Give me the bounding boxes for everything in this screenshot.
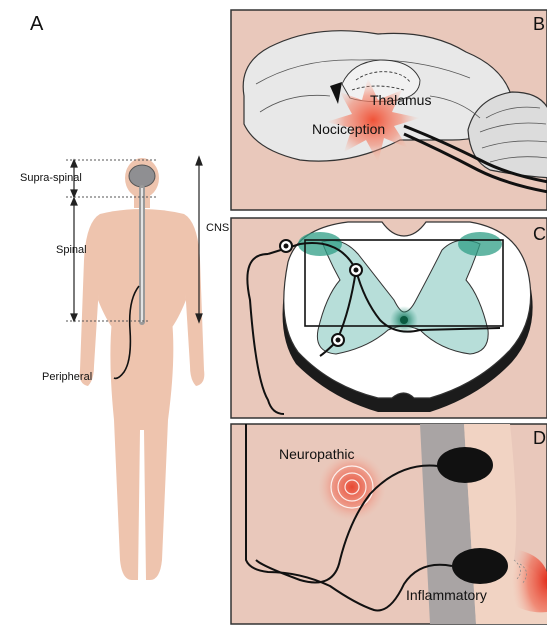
panel-c-letter: C [533,224,546,244]
panel-b: B Thalamus Nociception [231,10,547,210]
nociception-label: Nociception [312,121,385,137]
neuropathic-label: Neuropathic [279,446,355,462]
thalamus-label: Thalamus [370,92,431,108]
panel-c: C [231,218,547,418]
peripheral-label: Peripheral [42,371,92,383]
inflammatory-label: Inflammatory [406,587,487,603]
cns-label: CNS [206,222,229,234]
panel-a-letter: A [30,13,44,35]
brain-icon [129,165,155,187]
panel-a: A [20,13,229,580]
spinal-bracket [71,198,77,321]
dorsal-horn-right-highlight [458,232,502,256]
nerve-ending-lower [452,548,508,584]
panel-d-letter: D [533,428,546,448]
supra-spinal-label: Supra-spinal [20,172,82,184]
panel-d: D Neuropathic Inflammatory [231,424,547,624]
spinal-label: Spinal [56,244,87,256]
nerve-ending-upper [437,447,493,483]
panel-b-letter: B [533,14,545,34]
